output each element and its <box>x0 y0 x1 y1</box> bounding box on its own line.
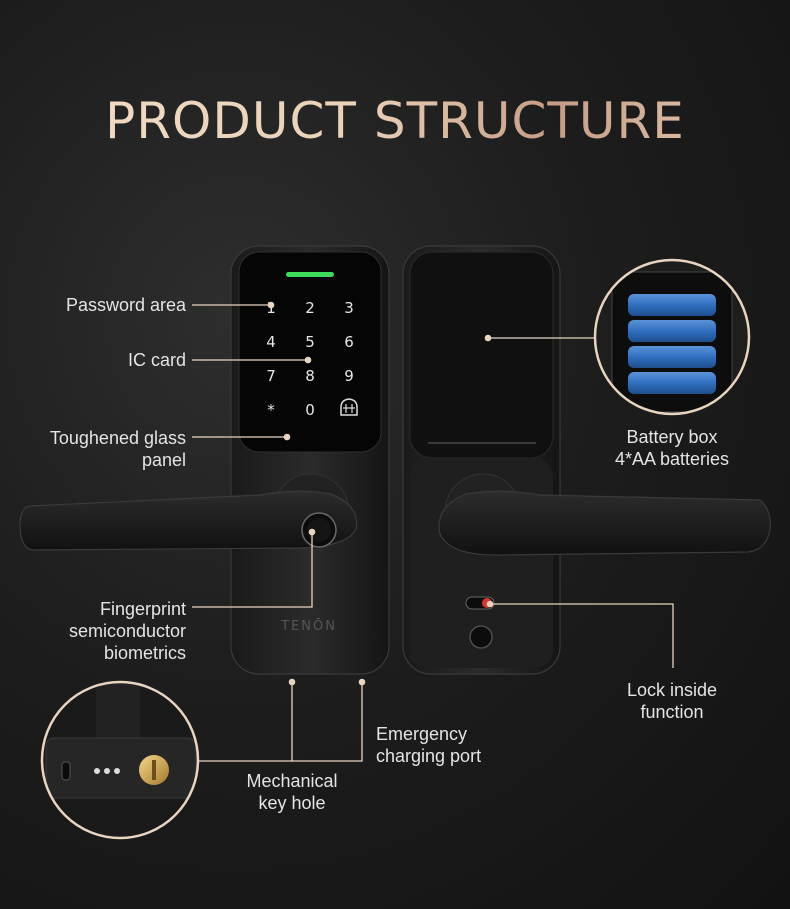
label-lock-inside: Lock inside function <box>626 680 718 722</box>
back-knob <box>469 625 493 649</box>
label-password-area: Password area <box>65 295 186 315</box>
label-battery-box: Battery box 4*AA batteries <box>614 427 730 469</box>
keypad-key: 3 <box>344 299 354 317</box>
keypad-key: * <box>267 401 275 419</box>
status-led <box>286 272 334 277</box>
keypad-key: 8 <box>305 367 315 385</box>
back-lock <box>402 245 771 675</box>
label-toughened-glass: Toughened glass panel <box>49 428 186 470</box>
battery-1 <box>628 294 716 316</box>
keypad-key: 4 <box>266 333 276 351</box>
label-ic-card: IC card <box>127 350 186 370</box>
keypad-key: 5 <box>305 333 315 351</box>
battery-detail-circle <box>593 258 751 416</box>
keypad-key: 9 <box>344 367 354 385</box>
battery-4 <box>628 372 716 394</box>
keypad-key: 0 <box>305 401 315 419</box>
battery-3 <box>628 346 716 368</box>
callout-lines <box>192 301 674 762</box>
label-emergency-port: Emergency charging port <box>376 724 482 766</box>
label-key-hole: Mechanical key hole <box>246 771 338 813</box>
keyhole-detail-circle <box>40 680 200 840</box>
keypad-key: 7 <box>266 367 276 385</box>
battery-2 <box>628 320 716 342</box>
label-fingerprint: Fingerprint semiconductor biometrics <box>68 599 186 663</box>
bell-icon <box>340 398 358 416</box>
front-lock: TENŌN <box>19 245 390 675</box>
keypad-key: 2 <box>305 299 315 317</box>
keypad-key: 6 <box>344 333 354 351</box>
page-title: PRODUCT STRUCTURE <box>0 92 790 150</box>
brand-logo: TENŌN <box>280 619 337 634</box>
